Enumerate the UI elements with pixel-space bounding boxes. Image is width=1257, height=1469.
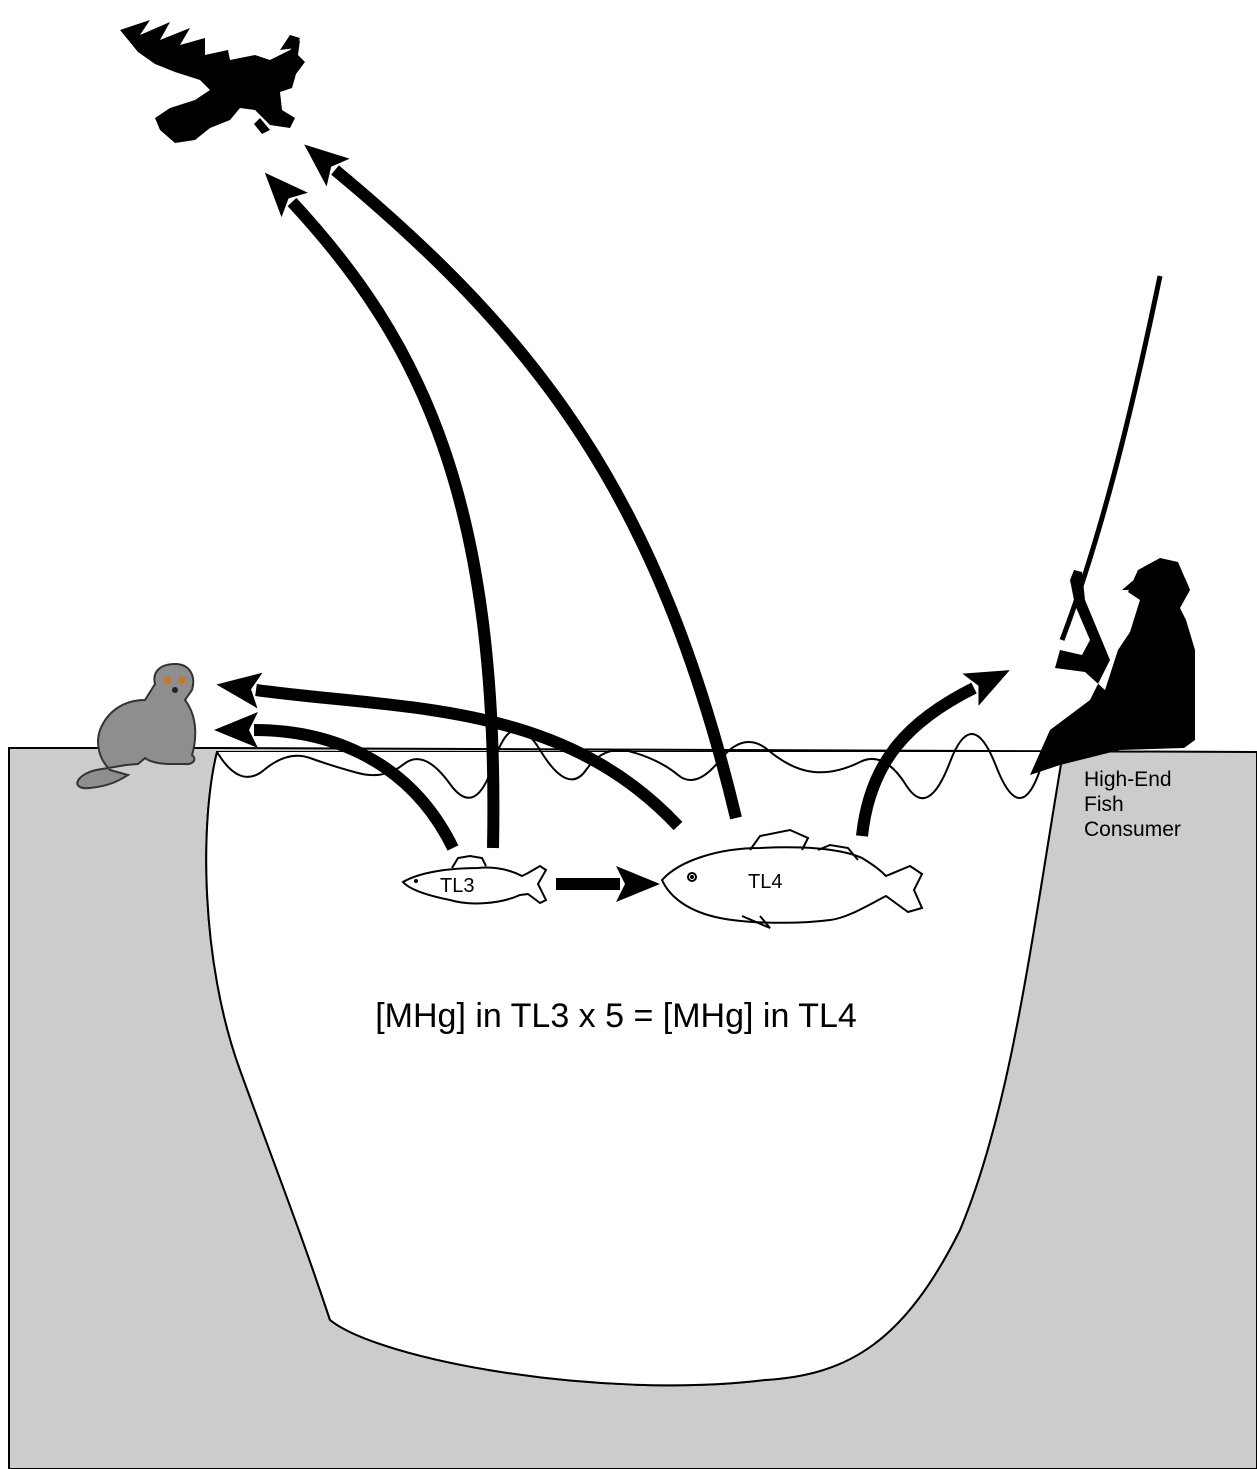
arrow-tl3-to-otter <box>214 712 459 851</box>
tl3-label: TL3 <box>440 875 474 897</box>
otter-icon <box>76 662 197 790</box>
arrow-tl4-to-eagle <box>304 144 742 820</box>
arrow-tl4-to-otter <box>216 672 683 831</box>
eagle-icon <box>120 20 305 143</box>
mercury-equation: [MHg] in TL3 x 5 = [MHg] in TL4 <box>375 997 857 1035</box>
consumer-label-line1: High-End <box>1084 768 1172 791</box>
tl4-fish-icon <box>660 828 924 929</box>
tl4-label: TL4 <box>748 871 782 893</box>
fisherman-icon <box>1030 275 1195 775</box>
arrow-tl4-to-fisherman <box>856 670 1010 837</box>
tl3-fish-icon <box>401 854 548 905</box>
consumer-label-line3: Consumer <box>1084 818 1181 841</box>
water-surface <box>216 728 1041 800</box>
arrow-tl3-to-eagle <box>264 172 500 849</box>
consumer-label-line2: Fish <box>1084 793 1124 816</box>
arrows <box>214 144 1010 902</box>
